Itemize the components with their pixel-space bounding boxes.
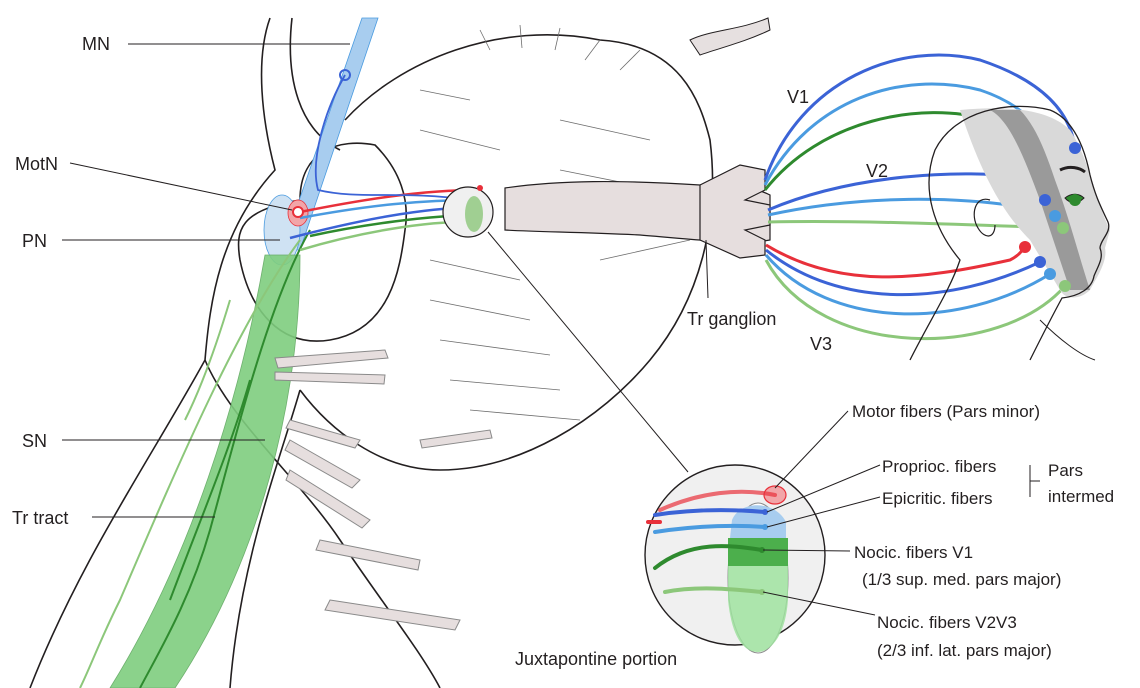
label-motn: MotN	[15, 154, 58, 174]
endpoint-v3-proprio	[1034, 256, 1046, 268]
endpoint-v1-proprio	[1069, 142, 1081, 154]
leader-motn	[70, 163, 292, 210]
label-pars: Pars	[1048, 461, 1083, 480]
v3-branch-motor	[766, 245, 1025, 277]
label-tr-ganglion: Tr ganglion	[687, 309, 776, 329]
juxtapontine-small-motor	[477, 185, 483, 191]
label-pn: PN	[22, 231, 47, 251]
neck-line	[1040, 320, 1095, 360]
juxtapontine-small-core	[465, 196, 483, 232]
label-nocic-v2v3: Nocic. fibers V2V3	[877, 613, 1017, 632]
endpoint-v3-motor	[1019, 241, 1031, 253]
label-intermed: intermed	[1048, 487, 1114, 506]
label-epicritic: Epicritic. fibers	[882, 489, 993, 508]
label-juxtapontine: Juxtapontine portion	[515, 649, 677, 669]
label-v1: V1	[787, 87, 809, 107]
label-nocic-v1: Nocic. fibers V1	[854, 543, 973, 562]
leader-motor-fibers	[775, 411, 848, 488]
brainstem-outline-left	[30, 18, 275, 688]
pars-bracket	[1030, 465, 1040, 497]
trigeminal-ganglion	[700, 165, 770, 258]
label-mn: MN	[82, 34, 110, 54]
endpoint-v3-nocic	[1059, 280, 1071, 292]
endpoint-v2-epicritic	[1049, 210, 1061, 222]
label-motor-fibers: Motor fibers (Pars minor)	[852, 402, 1040, 421]
label-nocic-v2v3-note: (2/3 inf. lat. pars major)	[877, 641, 1052, 660]
label-proprioc: Proprioc. fibers	[882, 457, 996, 476]
zoom-core-dark-green	[728, 538, 788, 566]
label-nocic-v1-note: (1/3 sup. med. pars major)	[862, 570, 1061, 589]
zoom-connector-1	[488, 232, 688, 472]
tentorium-fold	[690, 18, 770, 55]
cranial-nerve-stubs	[275, 350, 492, 630]
label-v2: V2	[866, 161, 888, 181]
juxtapontine-zoom	[645, 465, 825, 653]
label-tr-tract: Tr tract	[12, 508, 68, 528]
ganglion-pointer	[706, 240, 708, 298]
endpoint-v2-nocic	[1057, 222, 1069, 234]
label-v3: V3	[810, 334, 832, 354]
cerebellum-outline	[300, 35, 713, 470]
endpoint-v3-epicritic	[1044, 268, 1056, 280]
motor-cell-body	[293, 207, 303, 217]
endpoint-v2-proprio	[1039, 194, 1051, 206]
label-sn: SN	[22, 431, 47, 451]
endpoint-v1-nocic	[1069, 194, 1081, 206]
ear	[974, 199, 995, 236]
